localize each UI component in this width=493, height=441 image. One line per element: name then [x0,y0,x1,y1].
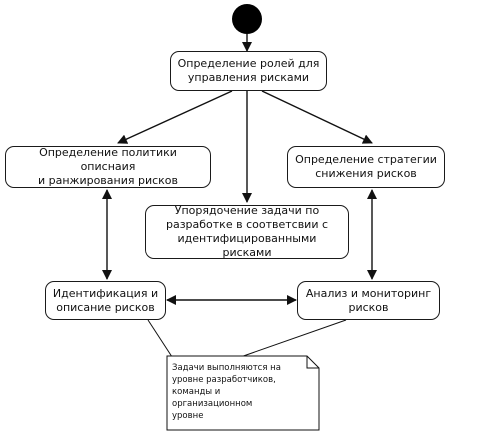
edge-roles-to-strategy [261,90,373,144]
note-text: Задачи выполняются на уровне разработчик… [172,363,281,421]
initial-node [232,4,262,34]
node-identification: Идентификация и описание рисков [45,281,166,320]
node-roles: Определение ролей для управления рисками [170,51,327,91]
edge-roles-to-policy [117,90,233,144]
node-policy: Определение политики описнаия и ранжиров… [5,146,211,188]
note-fold [306,356,319,369]
note-anchor-analysis [231,319,347,361]
node-strategy: Определение стратегии снижения рисков [287,146,445,188]
node-analysis: Анализ и мониторинг рисков [297,281,440,320]
node-ordering: Упорядочение задачи по разработке в соот… [145,204,349,259]
note-shape [166,355,320,431]
